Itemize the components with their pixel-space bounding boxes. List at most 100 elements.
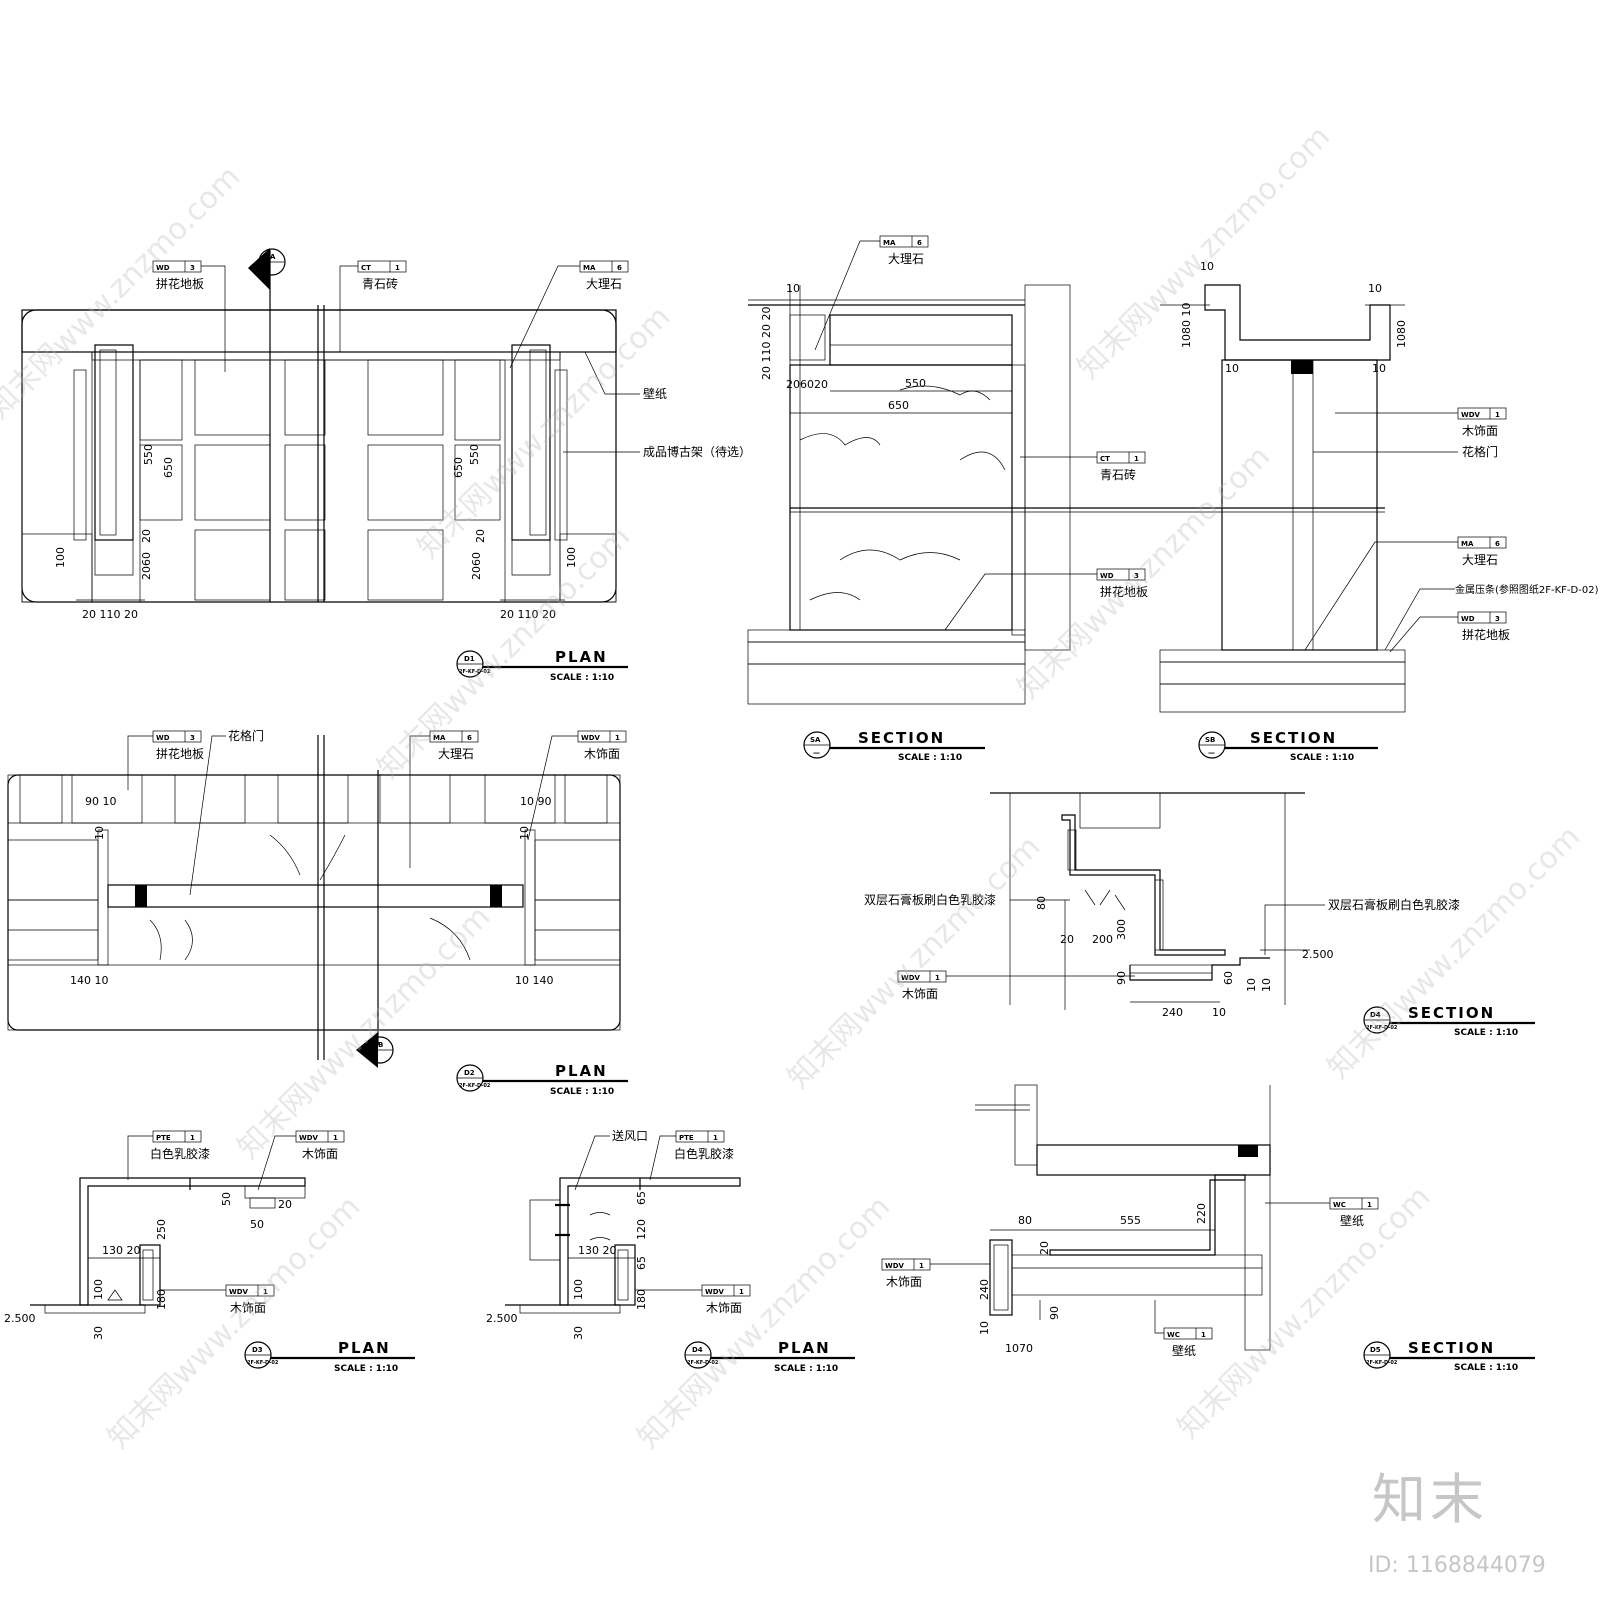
- watermark-text: 知末网www.znzmo.com: [411, 299, 677, 565]
- d2-dims: 90 10 10 90 10 10 140 10 10 140: [70, 795, 554, 987]
- tag-code: WD: [156, 264, 170, 272]
- d1-left-jamb-inner: [99, 349, 117, 536]
- d4p-label-wood: 木饰面: [706, 1301, 742, 1315]
- svg-text:10: 10: [1260, 978, 1273, 992]
- tag-number: 6: [617, 264, 622, 272]
- svg-text:650: 650: [452, 457, 465, 478]
- svg-text:2F-KF-D-02: 2F-KF-D-02: [459, 669, 491, 675]
- d5-label-wood: 木饰面: [886, 1275, 922, 1289]
- sa-tags: MA 6 大理石 CT 1 青石砖 WD 3 拼花地板: [814, 235, 1148, 631]
- d3-label-paint: 白色乳胶漆: [150, 1146, 210, 1161]
- d1-left-corner: [21, 533, 93, 603]
- label-marble: 大理石: [586, 277, 622, 291]
- d1-right-shelf: [554, 369, 568, 541]
- svg-text:2.500: 2.500: [1302, 948, 1334, 961]
- d2-label-wood: 木饰面: [584, 747, 620, 761]
- d4p-label-paint: 白色乳胶漆: [674, 1146, 734, 1161]
- svg-text:PTE: PTE: [679, 1134, 694, 1142]
- svg-text:WD: WD: [1461, 615, 1475, 623]
- svg-text:10: 10: [978, 1321, 991, 1335]
- svg-text:WDV: WDV: [581, 734, 601, 742]
- svg-text:550: 550: [905, 377, 926, 390]
- svg-text:WC: WC: [1167, 1331, 1180, 1339]
- sa-section: [747, 284, 1385, 705]
- svg-text:6: 6: [1495, 540, 1500, 548]
- svg-text:1080 10: 1080 10: [1180, 303, 1193, 349]
- watermark-text: 知末网www.znzmo.com: [1071, 119, 1337, 385]
- d4-section: [990, 792, 1310, 1010]
- svg-text:90: 90: [1048, 1306, 1061, 1320]
- d4p-dims: 65 120 65 130 20 100 180 30 2.500: [486, 1191, 648, 1340]
- svg-text:20: 20: [278, 1198, 292, 1211]
- svg-text:CT: CT: [1100, 455, 1110, 463]
- svg-text:240: 240: [1162, 1006, 1183, 1019]
- svg-text:D2: D2: [464, 1069, 475, 1077]
- d1-plan: SA: [21, 248, 617, 603]
- tag-code: MA: [583, 264, 596, 272]
- d5-section: [975, 1084, 1271, 1351]
- sa-marble-veins: [799, 385, 1006, 601]
- d2-label-parquet: 拼花地板: [156, 746, 204, 761]
- svg-text:140 10: 140 10: [70, 974, 109, 987]
- svg-text:MA: MA: [433, 734, 446, 742]
- svg-text:10: 10: [1372, 362, 1386, 375]
- sa-bluestone-layer: [1011, 364, 1026, 636]
- sa-dims: 10 20 110 20 20 206020 550 650: [760, 282, 1012, 414]
- svg-text:D1: D1: [464, 655, 475, 663]
- d4p-label-vent: 送风口: [612, 1128, 648, 1143]
- svg-text:90 10: 90 10: [85, 795, 117, 808]
- svg-text:10: 10: [786, 282, 800, 295]
- tag-box: [152, 260, 202, 273]
- d2-title-block: D2 2F-KF-D-02 PLAN SCALE : 1:10: [456, 1062, 628, 1097]
- sb-label-parquet: 拼花地板: [1462, 627, 1510, 642]
- svg-text:6: 6: [467, 734, 472, 742]
- sb-title: SECTION: [1250, 729, 1337, 747]
- d4p-scale: SCALE : 1:10: [774, 1364, 838, 1374]
- svg-text:D5: D5: [1370, 1346, 1381, 1354]
- svg-text:1: 1: [615, 734, 620, 742]
- watermark-text: 知末网www.znzmo.com: [781, 829, 1047, 1095]
- d1-cut-label: SA: [265, 253, 276, 261]
- d4s-label-gypsum-2: 双层石膏板刷白色乳胶漆: [1328, 897, 1460, 912]
- svg-text:20: 20: [1038, 1241, 1051, 1255]
- d1-right-base: [511, 539, 551, 576]
- d2-scale: SCALE : 1:10: [550, 1087, 614, 1097]
- d4s-title: SECTION: [1408, 1004, 1495, 1022]
- svg-text:PTE: PTE: [156, 1134, 171, 1142]
- svg-text:20: 20: [140, 529, 153, 543]
- sa-label-bluestone: 青石砖: [1100, 467, 1136, 482]
- svg-text:650: 650: [888, 399, 909, 412]
- svg-text:50: 50: [250, 1218, 264, 1231]
- svg-text:1070: 1070: [1005, 1342, 1033, 1355]
- sa-slab: [747, 663, 1026, 705]
- watermark-text: 知末网www.znzmo.com: [101, 1189, 367, 1455]
- sa-scale: SCALE : 1:10: [898, 753, 962, 763]
- svg-text:D4: D4: [1370, 1011, 1381, 1019]
- tag-number: 1: [395, 264, 400, 272]
- svg-text:1080: 1080: [1395, 320, 1408, 348]
- d5-label-wallpaper: 壁纸: [1340, 1213, 1364, 1228]
- d2-cut-label: SB: [373, 1041, 383, 1049]
- d5-tags: WC 1 壁纸 WDV 1 木饰面 WC 1 壁纸: [881, 1197, 1379, 1358]
- svg-text:80: 80: [1035, 896, 1048, 910]
- sa-title-block: SA — SECTION SCALE : 1:10: [803, 729, 985, 763]
- svg-text:1: 1: [190, 1134, 195, 1142]
- svg-text:2.500: 2.500: [486, 1312, 518, 1325]
- svg-text:130 20: 130 20: [578, 1244, 617, 1257]
- sa-parquet-floor: [747, 629, 1026, 643]
- d4s-label-wood: 木饰面: [902, 987, 938, 1001]
- svg-text:WDV: WDV: [901, 974, 921, 982]
- svg-text:10 90: 10 90: [520, 795, 552, 808]
- svg-text:30: 30: [572, 1326, 585, 1340]
- svg-text:10: 10: [1245, 978, 1258, 992]
- d3-label-wood-2: 木饰面: [230, 1301, 266, 1315]
- svg-text:1: 1: [333, 1134, 338, 1142]
- svg-text:20: 20: [1060, 933, 1074, 946]
- tag-code: CT: [361, 264, 371, 272]
- d1-left-shelf: [73, 369, 87, 541]
- d5-label-wallpaper-2: 壁纸: [1172, 1343, 1196, 1358]
- svg-text:180: 180: [155, 1289, 168, 1310]
- d3-tags: PTE 1 白色乳胶漆 WDV 1 木饰面 WDV 1 木饰面: [127, 1130, 345, 1315]
- svg-text:WDV: WDV: [705, 1288, 725, 1296]
